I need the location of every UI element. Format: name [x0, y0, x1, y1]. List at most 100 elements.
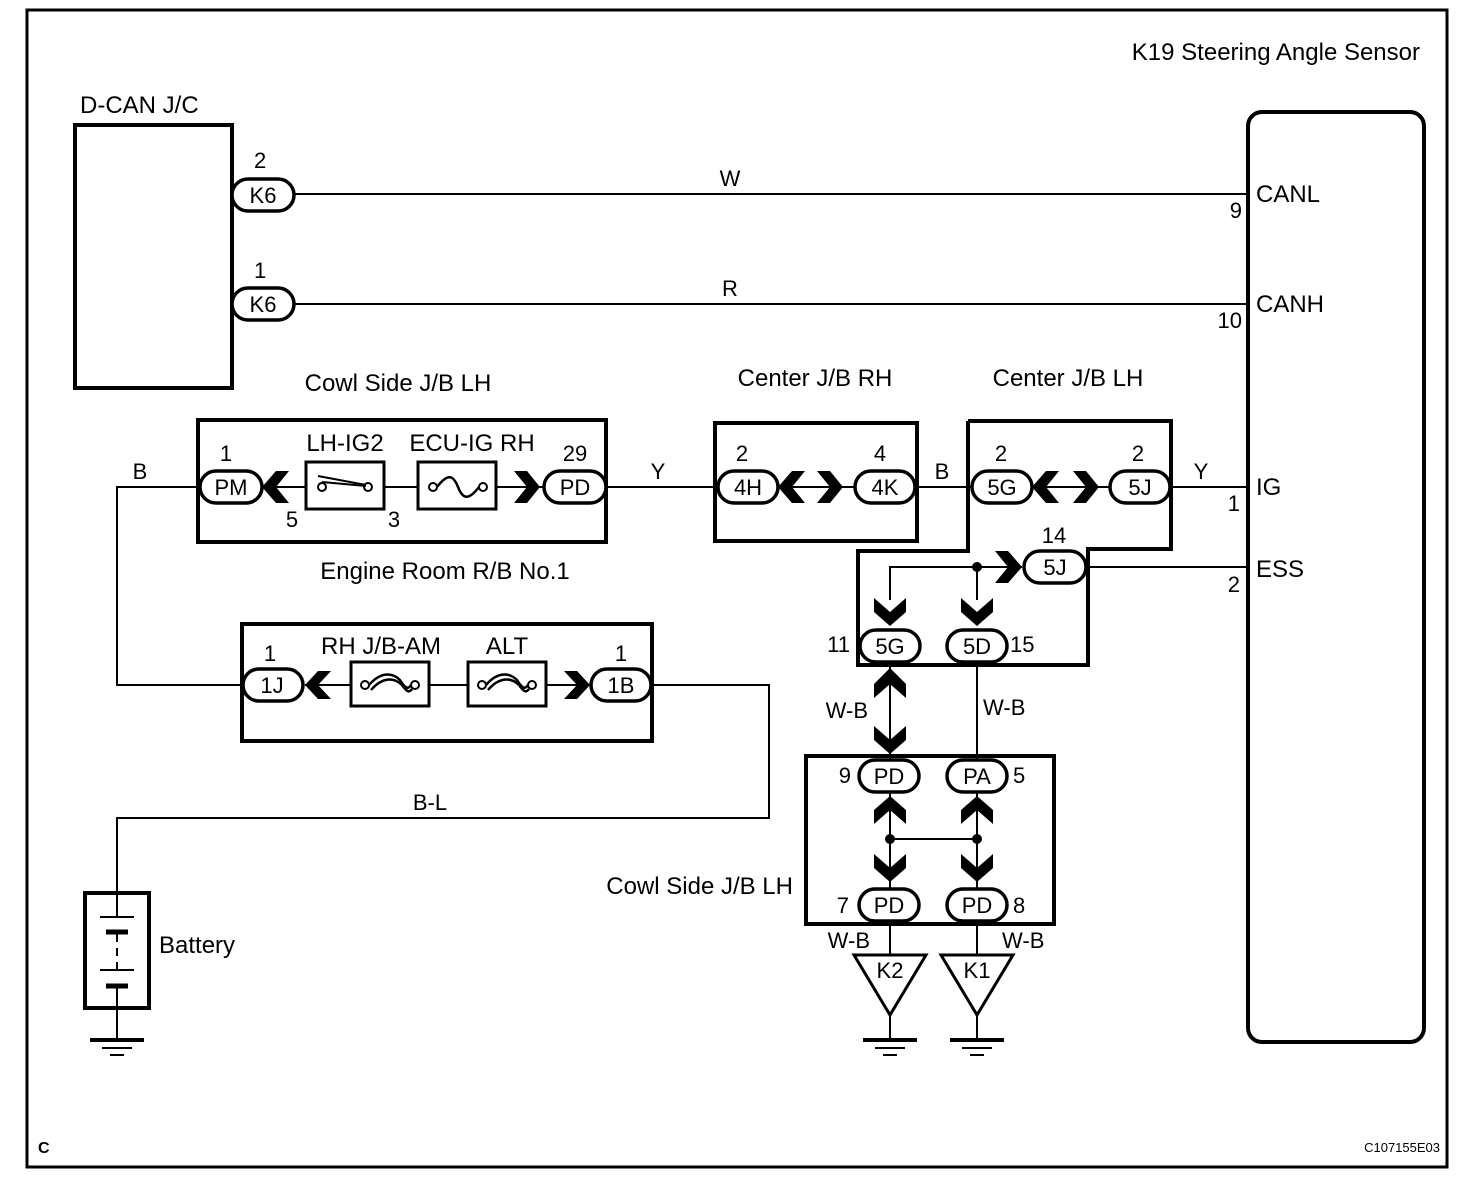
- chevron-down-icon: [874, 726, 906, 754]
- center-jb-lh: Center J/B LH 2 5G 2 5J 14 5J 11 5G 5D 1…: [827, 365, 1173, 667]
- wire-canh-color: R: [722, 276, 738, 301]
- switch-pin-3: 3: [388, 507, 400, 532]
- chevron-left-icon: [1032, 471, 1059, 503]
- ground-k1-label: K1: [964, 958, 991, 983]
- connector-k6-top-label: K6: [250, 183, 277, 208]
- switch-pin-5: 5: [286, 507, 298, 532]
- wire-wb-left-color: W-B: [826, 698, 868, 723]
- wire-wb-right-color: W-B: [983, 695, 1025, 720]
- dcan-pin-1: 1: [254, 258, 266, 283]
- connector-pm-label: PM: [215, 475, 248, 500]
- connector-k6-bottom-label: K6: [250, 292, 277, 317]
- cowl-side-top-label: Cowl Side J/B LH: [305, 370, 492, 397]
- wire-canl-color: W: [720, 166, 741, 191]
- pin-9-pd: 9: [839, 763, 851, 788]
- page-letter: C: [38, 1140, 50, 1157]
- pin-11-5g: 11: [827, 632, 850, 657]
- junction-dot: [972, 562, 982, 572]
- pin-7-pd: 7: [837, 893, 849, 918]
- terminal-ess-pin: 2: [1228, 572, 1240, 597]
- ground-point-k1: W-B K1: [938, 921, 1044, 1056]
- battery-label: Battery: [159, 932, 235, 959]
- pin-8-pd: 8: [1013, 893, 1025, 918]
- connector-pd-top-label: PD: [560, 475, 591, 500]
- steering-angle-sensor: CANL 9 CANH 10 IG 1 ESS 2: [1218, 110, 1426, 1044]
- battery: Battery: [83, 891, 235, 1056]
- chevron-up-icon: [874, 796, 906, 824]
- terminal-canh: CANH: [1256, 291, 1324, 318]
- connector-4h-label: 4H: [734, 475, 762, 500]
- ground-icon: [950, 1038, 1004, 1056]
- terminal-canl-pin: 9: [1230, 198, 1242, 223]
- pin-1-1j: 1: [264, 641, 276, 666]
- pin-1-pm: 1: [220, 441, 232, 466]
- connector-1j-label: 1J: [260, 673, 283, 698]
- pin-29-pd: 29: [563, 441, 587, 466]
- chevron-left-icon: [305, 671, 331, 699]
- junction-dot: [972, 834, 982, 844]
- chevron-left-icon: [262, 471, 289, 503]
- terminal-canh-pin: 10: [1218, 308, 1242, 333]
- terminal-ig-pin: 1: [1228, 491, 1240, 516]
- chevron-left-icon: [778, 471, 805, 503]
- cowl-side-jb-bottom: Cowl Side J/B LH 9 PD PA 5 7 PD PD 8: [606, 754, 1056, 926]
- ground-k2-wire: W-B: [828, 928, 870, 953]
- connector-1b-label: 1B: [608, 673, 635, 698]
- dcan-pin-2: 2: [254, 148, 266, 173]
- connector-1j: [241, 667, 305, 703]
- chevron-down-icon: [961, 854, 993, 882]
- dcan-jc-label: D-CAN J/C: [80, 92, 199, 119]
- center-rh-label: Center J/B RH: [738, 365, 893, 392]
- ground-icon: [863, 1038, 917, 1056]
- pin-2-5g: 2: [995, 441, 1007, 466]
- ground-k2-label: K2: [877, 958, 904, 983]
- chevron-up-icon: [874, 668, 906, 698]
- fuse-alt-label: ALT: [486, 633, 529, 660]
- connector-5j-top-label: 5J: [1128, 475, 1151, 500]
- engine-room-rb: 1 1J RH J/B-AM ALT 1 1B: [240, 622, 654, 743]
- engine-room-label: Engine Room R/B No.1: [320, 558, 569, 585]
- terminal-ig: IG: [1256, 474, 1281, 501]
- pin-14-5j: 14: [1042, 523, 1066, 548]
- chevron-right-icon: [1073, 471, 1099, 503]
- pin-2-5j: 2: [1132, 441, 1144, 466]
- pin-1-1b: 1: [615, 641, 627, 666]
- chevron-down-icon: [961, 598, 993, 626]
- chevron-up-icon: [961, 796, 993, 824]
- connector-4k-label: 4K: [872, 475, 899, 500]
- chevron-down-icon: [874, 598, 906, 626]
- connector-5g-bottom-label: 5G: [875, 634, 904, 659]
- terminal-ess: ESS: [1256, 556, 1304, 583]
- pin-15-5d: 15: [1010, 632, 1034, 657]
- center-lh-label: Center J/B LH: [993, 365, 1144, 392]
- wire-b-left: [116, 486, 243, 686]
- terminal-canl: CANL: [1256, 181, 1320, 208]
- wire-b-left-color: B: [133, 459, 148, 484]
- chevron-right-icon: [817, 471, 843, 503]
- chevron-right-icon: [564, 671, 590, 699]
- dcan-jc: D-CAN J/C 2 K6 1 K6: [73, 92, 296, 390]
- pin-2-4h: 2: [736, 441, 748, 466]
- pin-4-4k: 4: [874, 441, 886, 466]
- wire-b-mid-color: B: [935, 459, 950, 484]
- chevron-down-icon: [874, 854, 906, 882]
- ground-icon: [90, 1038, 144, 1056]
- ground-point-icon: [851, 953, 929, 1018]
- outer-frame: [25, 8, 1449, 1169]
- wire-y-mid-color: Y: [651, 459, 666, 484]
- ground-point-icon: [938, 953, 1016, 1018]
- fuse-ecu-ig-label: ECU-IG RH: [409, 430, 534, 457]
- switch-label: LH-IG2: [306, 430, 383, 457]
- connector-pd-8-label: PD: [962, 893, 993, 918]
- wire-b-l-color: B-L: [413, 790, 447, 815]
- connector-pd-7-label: PD: [874, 893, 905, 918]
- chevron-right-icon: [995, 551, 1022, 583]
- connector-5g-top-label: 5G: [987, 475, 1016, 500]
- connector-pa-5-label: PA: [963, 764, 991, 789]
- wire-b-l: [116, 684, 770, 893]
- pin-5-pa: 5: [1013, 763, 1025, 788]
- connector-5j-ess-label: 5J: [1043, 555, 1066, 580]
- ground-point-k2: W-B K2: [828, 921, 929, 1056]
- fuse-rh-jb-am-label: RH J/B-AM: [321, 633, 441, 660]
